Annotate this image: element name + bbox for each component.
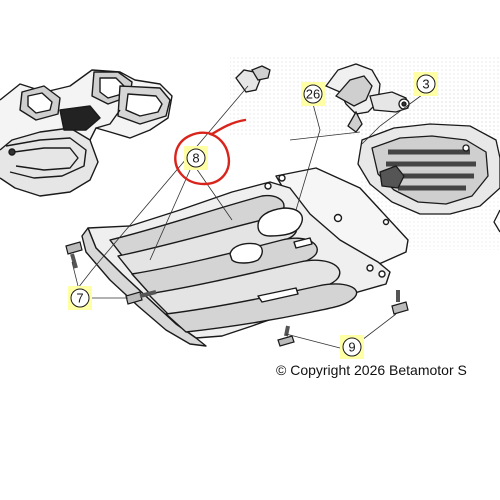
callout-circle	[416, 74, 436, 94]
callout-9: 9	[340, 335, 364, 359]
callout-badges: 26 3 8 7 9	[68, 72, 438, 359]
skid-plate-part	[81, 167, 409, 347]
bolt-part	[391, 290, 409, 315]
callout-3: 3	[414, 72, 438, 96]
callout-number: 7	[76, 291, 83, 306]
callout-number: 9	[348, 340, 355, 355]
linkage-arm-part	[235, 63, 410, 133]
callout-number: 8	[192, 151, 199, 166]
bolt-part	[65, 241, 83, 269]
copyright-text: © Copyright 2026 Betamotor S	[276, 362, 467, 378]
callout-number: 26	[306, 87, 320, 102]
bolt-part	[277, 325, 295, 347]
callout-7: 7	[68, 286, 92, 310]
upper-bracket-part	[0, 69, 173, 197]
callout-circle	[303, 84, 323, 104]
chain-guard-part	[357, 123, 500, 233]
bolt-part	[125, 290, 157, 305]
red-circle-annotation	[174, 118, 247, 186]
callout-circle	[342, 337, 362, 357]
callout-circle	[186, 148, 206, 168]
callout-number: 3	[422, 77, 429, 92]
callout-circle	[70, 288, 90, 308]
callout-26: 26	[301, 82, 325, 106]
callout-8: 8	[184, 146, 208, 170]
